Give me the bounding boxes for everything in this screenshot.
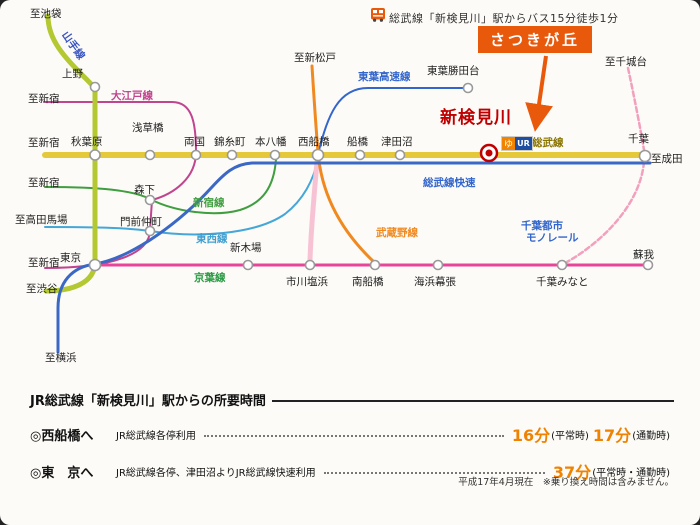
dest-label-shinjuku-2: 至新宿: [28, 137, 60, 149]
dest-label-shinjuku-4: 至新宿: [28, 257, 60, 269]
station-label-ryogoku: 両国: [184, 136, 205, 148]
line-label-toyo-rapid: 東葉高速線: [358, 71, 411, 83]
line-keiyo-branch: [307, 159, 320, 263]
station-label-soga: 蘇我: [633, 249, 654, 261]
access-note: 総武線「新検見川」駅からバス15分徒歩1分: [389, 12, 619, 25]
heading-rule: [271, 400, 674, 402]
station-markers: [88, 81, 654, 272]
line-label-monorail-1: 千葉都市: [521, 220, 563, 232]
station-label-shinkemigawa: 新検見川: [440, 108, 512, 128]
travel-time-condition: (通勤時): [632, 430, 670, 442]
line-label-oedo: 大江戸線: [111, 90, 153, 102]
travel-time-heading: JR総武線「新検見川」駅からの所要時間: [30, 394, 266, 409]
travel-time-condition: (平常時): [551, 430, 589, 442]
line-oedo: [44, 101, 198, 269]
travel-time-condition: (平常時・通勤時): [592, 467, 670, 479]
station-label-kaihinmakuhari: 海浜幕張: [414, 276, 456, 288]
travel-time-value: 16分: [511, 426, 551, 445]
station-marker: [144, 194, 156, 206]
station-label-tsudanuma: 津田沼: [381, 136, 413, 148]
station-marker: [432, 259, 444, 271]
dest-label-yokohama: 至横浜: [45, 352, 77, 364]
row-destination: ◎東 京へ: [30, 465, 94, 481]
station-label-morishita: 森下: [134, 184, 155, 196]
station-label-minamifunabashi: 南船橋: [352, 276, 384, 288]
station-marker: [462, 82, 474, 94]
row-route-detail: JR総武線各停、津田沼よりJR総武線快速利用: [116, 467, 316, 479]
footnote: 平成17年4月現在 ※乗り換え時間は含みません。: [458, 477, 674, 488]
station-label-chibaminato: 千葉みなと: [536, 276, 589, 288]
ur-logo: ゆ UR: [502, 137, 532, 150]
satsukigaoka-arrow: [525, 55, 553, 132]
station-marker: [394, 149, 406, 161]
line-label-sobu-rapid: 総武線快速: [423, 177, 476, 189]
travel-time-value: 17分: [592, 426, 632, 445]
dest-label-shinjuku-3: 至新宿: [28, 177, 60, 189]
dest-label-ikebukuro: 至池袋: [30, 8, 62, 20]
line-tozai: [44, 157, 319, 236]
station-label-akihabara: 秋葉原: [71, 136, 103, 148]
station-marker: [226, 149, 238, 161]
station-marker: [354, 149, 366, 161]
station-marker: [369, 259, 381, 271]
station-label-toyokatsutadai: 東葉勝田台: [427, 65, 480, 77]
ur-logo-mark: ゆ: [502, 137, 515, 150]
travel-time-row-nishifunabashi: ◎西船橋へ JR総武線各停利用 16分 (平常時) 17分 (通勤時): [30, 422, 674, 446]
line-label-musashino: 武蔵野線: [376, 227, 418, 239]
highlight-station-dot: [485, 149, 493, 157]
line-monorail: [565, 66, 646, 264]
station-label-nishifunabashi: 西船橋: [298, 136, 330, 148]
line-sobu-rapid: [56, 161, 652, 354]
dest-label-takadanobaba: 至高田馬場: [15, 214, 68, 226]
dest-label-shibuya: 至渋谷: [26, 283, 58, 295]
dotted-leader: [323, 472, 545, 474]
ur-logo-text: UR: [515, 137, 532, 150]
station-marker: [556, 259, 568, 271]
satsukigaoka-box: さつきが丘: [478, 26, 592, 53]
station-label-monzennakacho: 門前仲町: [120, 216, 162, 228]
station-label-ichikawashiohama: 市川塩浜: [286, 276, 328, 288]
travel-time-value: 37分: [552, 463, 592, 482]
bus-icon: [371, 7, 385, 22]
station-marker: [89, 81, 101, 93]
station-marker: [88, 258, 102, 272]
station-label-shinkiba: 新木場: [230, 242, 262, 254]
station-marker: [642, 259, 654, 271]
dest-label-shinjuku-1: 至新宿: [28, 93, 60, 105]
station-marker: [311, 148, 325, 162]
station-label-funabashi: 船橋: [347, 136, 368, 148]
row-destination: ◎西船橋へ: [30, 428, 94, 444]
row-route-detail: JR総武線各停利用: [116, 430, 196, 442]
station-label-chiba: 千葉: [628, 133, 649, 145]
line-toyo-rapid: [318, 87, 467, 151]
station-marker: [242, 259, 254, 271]
station-label-kinshicho: 錦糸町: [214, 136, 246, 148]
line-label-monorail-2: モノレール: [526, 232, 579, 244]
station-label-asakusabashi: 浅草橋: [132, 122, 164, 134]
station-marker: [190, 149, 202, 161]
dest-label-shinmatsudo: 至新松戸: [294, 52, 336, 64]
line-label-shinjuku: 新宿線: [193, 197, 225, 209]
travel-time-row-tokyo: ◎東 京へ JR総武線各停、津田沼よりJR総武線快速利用 37分 (平常時・通勤…: [30, 459, 674, 483]
station-marker: [269, 149, 281, 161]
station-label-motoyawata: 本八幡: [255, 136, 287, 148]
station-label-tokyo: 東京: [60, 252, 81, 264]
station-marker: [89, 149, 101, 161]
station-marker: [304, 259, 316, 271]
line-label-sobu: 総武線: [532, 137, 564, 149]
dest-label-narita: 至成田: [651, 153, 683, 165]
line-label-keiyo: 京葉線: [194, 272, 226, 284]
station-marker: [144, 149, 156, 161]
line-label-tozai: 東西線: [196, 233, 228, 245]
travel-time-heading-row: JR総武線「新検見川」駅からの所要時間: [30, 390, 674, 409]
station-label-ueno: 上野: [62, 68, 83, 80]
line-shinjuku: [44, 158, 277, 215]
travel-time-panel: JR総武線「新検見川」駅からの所要時間 ◎西船橋へ JR総武線各停利用 16分 …: [30, 390, 674, 488]
station-marker: [144, 225, 156, 237]
dotted-leader: [203, 435, 504, 437]
dest-label-chishirodai: 至千城台: [605, 56, 647, 68]
station-marker: [638, 149, 652, 163]
